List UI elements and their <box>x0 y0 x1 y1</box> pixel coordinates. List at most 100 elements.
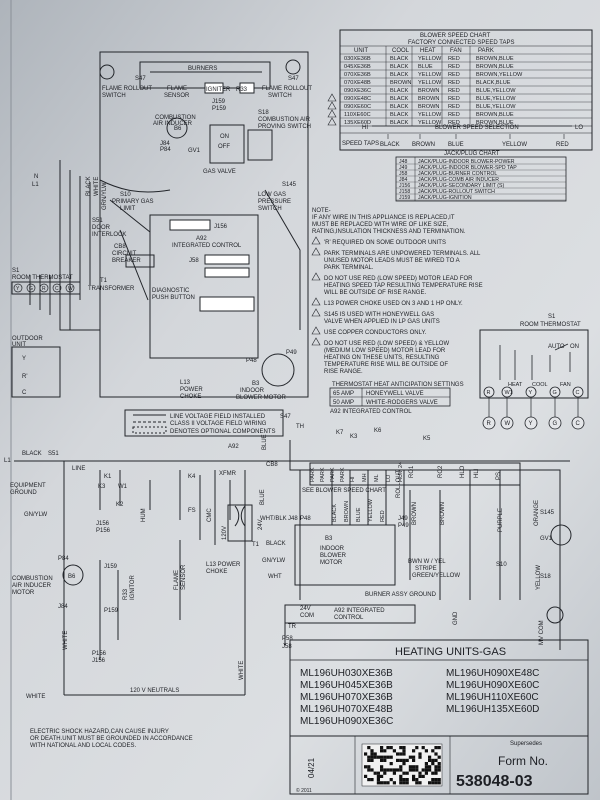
sch-k3: K3 <box>98 484 106 490</box>
schematic-terminal-label-y: Y <box>529 421 533 427</box>
sch-hli: HLI <box>474 468 480 478</box>
note-7-line-3: HEATING ON THESE UNITS, RESULTING <box>324 355 440 361</box>
blower-chart-cell-r3-c0: 070XE48B <box>344 80 371 86</box>
ladder-schematic <box>14 440 572 696</box>
sch-speed-col-4: YELLOW <box>368 498 374 522</box>
label-s51-1: S51 <box>92 218 103 224</box>
label-cb8-1: CB8 <box>114 244 126 250</box>
note-3-line-2: HEATING SPEED TAP RESULTING TEMPERATURE … <box>324 283 483 289</box>
note-triangle-5 <box>311 308 321 317</box>
blower-chart-cell-r1-c1: BLACK <box>390 64 409 70</box>
blower-chart-cell-r5-c3: RED <box>448 96 460 102</box>
sch-wht: WHT <box>268 574 282 580</box>
label-fan: FAN <box>560 382 571 388</box>
sch-white-left: WHITE <box>63 631 69 650</box>
sch-s18: S18 <box>540 574 551 580</box>
label-room-thermostat-right: ROOM THERMOSTAT <box>520 322 581 328</box>
label-cool: COOL <box>532 382 548 388</box>
blower-chart-cell-r7-c2: YELLOW <box>418 112 442 118</box>
footer-copyright: © 2011 <box>296 787 312 794</box>
inducer-symbol <box>166 117 188 139</box>
right-tstat-label-c: C <box>576 390 580 396</box>
sch-blower-1: INDOOR <box>320 546 345 552</box>
sch-120v-neutrals: 120 V NEUTRALS <box>130 688 179 694</box>
label-outdoor-r: R' <box>22 374 27 380</box>
sch-j48: J48 <box>288 516 298 522</box>
label-l1: L1 <box>32 182 39 188</box>
footer-supersedes: Supersedes <box>510 741 542 747</box>
right-tstat-terminal-y <box>525 386 537 398</box>
left-tstat-terminal-w <box>65 283 75 293</box>
sch-k1: K1 <box>104 474 112 480</box>
notes-heading: NOTE- <box>312 208 331 214</box>
label-on-right: ON <box>570 344 579 350</box>
jackplug-desc-j156: JACK/PLUG-SECONDARY LIMIT (S) <box>418 183 504 189</box>
sch-hum: HUM <box>141 508 147 522</box>
sch-p156: P156 <box>92 651 107 657</box>
blower-chart-header-park: PARK <box>478 48 494 54</box>
right-tstat-terminal-g <box>549 386 561 398</box>
jackplug-code-j84: J84 <box>399 177 407 183</box>
sch-speed-col-3: BLUE <box>356 507 362 522</box>
left-tstat-label-w: W <box>68 286 73 292</box>
label-b6: B6 <box>174 126 182 132</box>
label-lo: LO <box>575 125 583 131</box>
integrated-control-board <box>149 214 259 359</box>
label-rollout-right-2: SWITCH <box>268 93 292 99</box>
sch-p58: P58 <box>282 636 293 642</box>
sch-flame-sensor-1: FLAME <box>174 570 180 590</box>
warning-triangle-row-6 <box>327 101 337 110</box>
notes-section: NOTE- IF ANY WIRE IN THIS APPLIANCE IS R… <box>311 208 483 375</box>
model-right-2: ML196UH090XE60C <box>446 680 539 691</box>
sch-s51: S51 <box>48 451 59 457</box>
sch-line: LINE <box>72 466 85 472</box>
label-p48: P48 <box>246 358 257 364</box>
sch-s47: S47 <box>280 414 291 420</box>
label-b3-top: B3 <box>252 381 260 387</box>
warning-line-3: WITH NATIONAL AND LOCAL CODES. <box>30 743 136 749</box>
sch-xfmr: XFMR <box>219 471 237 477</box>
legend-box <box>124 409 284 437</box>
label-s18-3: PROVING SWITCH <box>258 124 311 130</box>
warning-block: ELECTRIC SHOCK HAZARD,CAN CAUSE INJURY O… <box>30 729 193 749</box>
right-room-thermostat: S1 ROOM THERMOSTAT AUTO ON HEAT COOL FAN… <box>479 314 589 399</box>
sch-blue-top: BLUE <box>262 434 268 450</box>
sch-burner-assy: BURNER ASSY GROUND <box>365 592 437 598</box>
footer-block: 04/21 Supersedes Form No. 538048-03 © 20… <box>289 735 589 795</box>
blower-chart-cell-r2-c3: RED <box>448 72 460 78</box>
label-s10-2: PRIMARY GAS <box>112 199 153 205</box>
sch-k3-top: K3 <box>350 434 358 440</box>
sch-24v-com-2: COM <box>300 613 314 619</box>
upper-diagram-labels: BURNERS S47 S47 FLAME ROLLOUT SWITCH FLA… <box>12 66 312 435</box>
label-burners: BURNERS <box>188 66 217 72</box>
sch-hlo: HLO <box>460 465 466 478</box>
right-tstat-label-y: Y <box>529 390 533 396</box>
label-inducer-1: COMBUSTION <box>155 115 196 121</box>
label-p84: P84 <box>160 147 171 153</box>
label-wire-white: WHITE <box>94 177 100 196</box>
blower-motor-symbol <box>261 353 295 387</box>
left-tstat-label-c: C <box>55 286 59 292</box>
blower-chart-cell-r2-c2: YELLOW <box>418 72 442 78</box>
sch-120v: 120V <box>222 526 228 540</box>
speed-tap-red: RED <box>556 142 569 148</box>
blower-chart-cell-r4-c0: 090XE36C <box>344 88 371 94</box>
schematic-terminal-label-r: R <box>487 421 492 427</box>
label-j156: J156 <box>214 224 228 230</box>
sch-park-3: PARK <box>330 467 336 482</box>
right-tstat-label-g: G <box>553 390 557 396</box>
blower-chart-cell-r0-c0: 030XE36B <box>344 56 371 62</box>
label-s18-1: S18 <box>258 110 269 116</box>
sch-orange: ORANGE <box>534 500 540 526</box>
left-tstat-terminal-c <box>52 283 62 293</box>
sch-th: TH <box>296 424 304 430</box>
label-low-gas-2: PRESSURE <box>258 199 291 205</box>
label-cb8-2: CIRCUIT <box>112 251 137 257</box>
label-a92: A92 <box>196 236 207 242</box>
right-tstat-terminal-w1 <box>501 386 513 398</box>
sch-w1: W1 <box>118 484 128 490</box>
sch-ro2: RO2 <box>438 465 444 478</box>
sch-l1: L1 <box>4 458 11 464</box>
note-3-line-1: DO NOT USE RED (LOW SPEED) MOTOR LEAD FO… <box>324 276 473 282</box>
sch-ground-1: EQUIPMENT <box>10 483 46 489</box>
